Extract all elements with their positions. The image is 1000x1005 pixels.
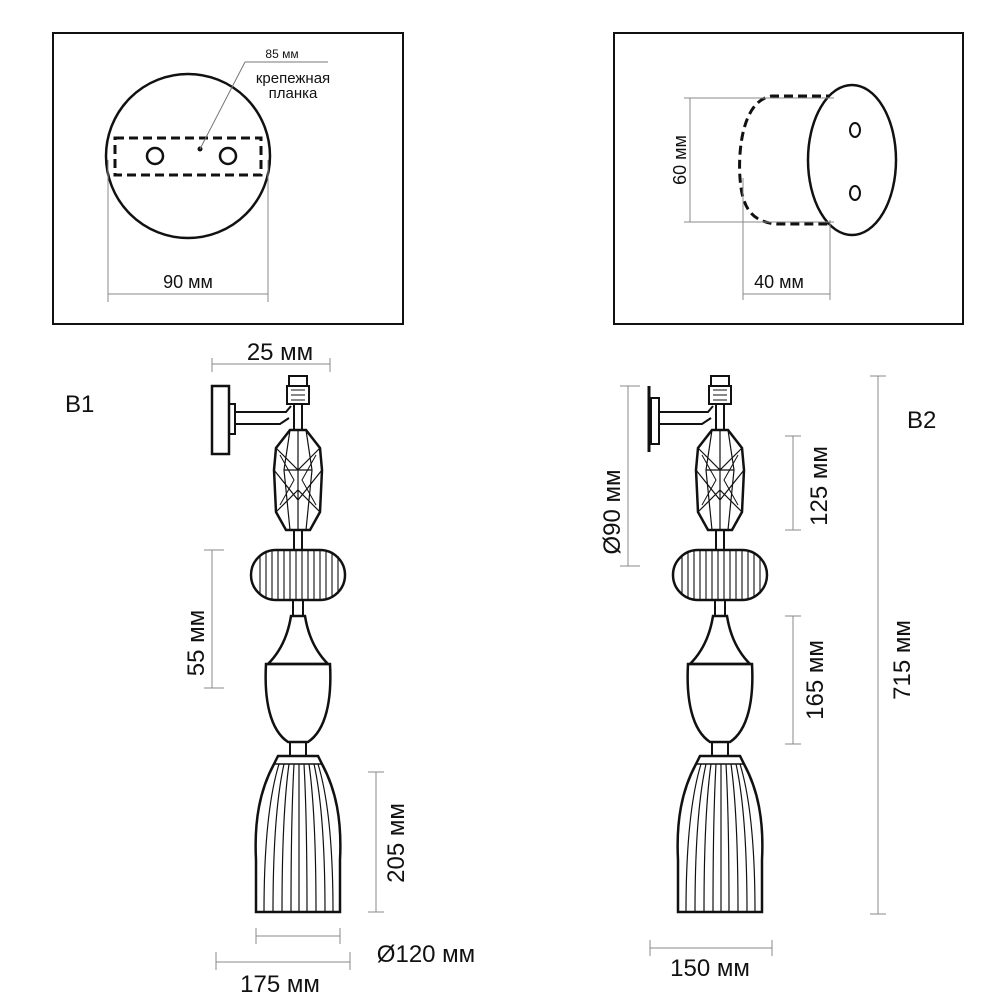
shade-height-label: 205 мм	[383, 803, 410, 883]
canopy-side-view: 60 мм 40 мм	[613, 32, 964, 325]
canopy-hole-top	[849, 122, 861, 138]
total-height-label: 715 мм	[889, 620, 916, 700]
leader-line	[199, 61, 246, 150]
canopy-circle	[104, 72, 272, 240]
bracket-arm-b2	[659, 405, 714, 425]
bracket-block-b2	[650, 397, 660, 445]
canopy-width-label: 90 мм	[163, 272, 213, 292]
bracket-block	[228, 403, 236, 435]
shade-diameter-label: Ø120 мм	[377, 941, 475, 968]
variant-b2-title: B2	[907, 407, 936, 434]
plate-caption-line2: планка	[269, 85, 318, 102]
mounting-plate-front-view: 85 мм крепежная планка 90 мм	[52, 32, 404, 325]
canopy-height-label: 60 мм	[670, 135, 690, 185]
urn-height-label: 165 мм	[802, 640, 829, 720]
canopy-face	[806, 83, 898, 237]
plate-length-label: 85 мм	[265, 47, 298, 61]
bracket-arm	[235, 405, 292, 425]
canopy-hole-bottom	[849, 185, 861, 201]
ring-height-label: 55 мм	[183, 610, 210, 676]
variant-b1-drawing: B1 25 мм 55 мм 205 мм Ø120 мм 175 мм	[65, 339, 475, 998]
lamp-b1	[249, 374, 347, 914]
base-diameter-label: Ø90 мм	[599, 469, 626, 554]
plate-caption-line1: крепежная	[256, 70, 330, 87]
overall-width-label: 150 мм	[670, 955, 750, 982]
mounting-bar	[113, 136, 263, 177]
canopy-depth-label: 40 мм	[754, 272, 804, 292]
panel-frame-left	[52, 32, 404, 325]
arm-offset-label: 25 мм	[247, 339, 313, 366]
variant-b1-title: B1	[65, 391, 94, 418]
screw-hole-left	[145, 146, 165, 166]
wall-reach-label: 175 мм	[240, 971, 320, 998]
variant-b2-drawing: B2 Ø90 мм 125 мм 165 мм 715 мм 150 мм	[599, 374, 936, 982]
wall-plate	[210, 384, 231, 456]
canopy-outline-dashed	[738, 94, 835, 226]
lamp-b2	[671, 374, 769, 914]
panel-frame-right	[613, 32, 964, 325]
screw-hole-right	[218, 146, 238, 166]
crystal-height-label: 125 мм	[806, 446, 833, 526]
